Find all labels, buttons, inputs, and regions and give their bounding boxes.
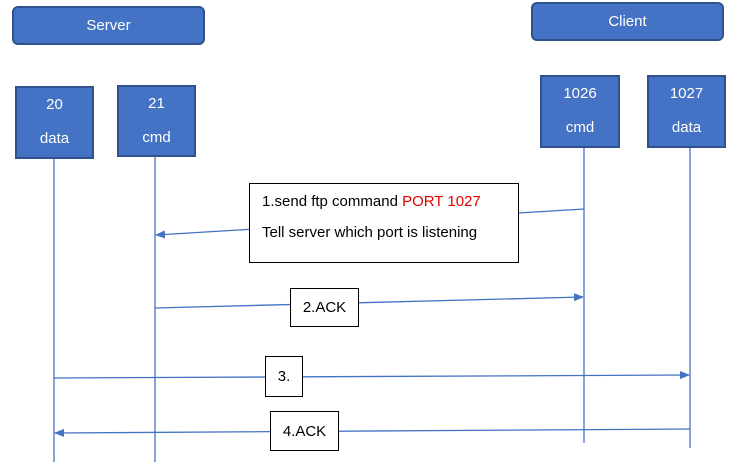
- message-3-text: 3.: [277, 368, 291, 385]
- server-header: Server: [12, 6, 205, 45]
- arrow-4-ack: [54, 428, 691, 437]
- client-label: Client: [608, 13, 647, 30]
- server-label: Server: [86, 17, 131, 34]
- arrow-3-data: [53, 371, 690, 380]
- port-number: 21: [148, 95, 165, 112]
- arrow-2-ack: [154, 293, 584, 309]
- message-1-label: 1.send ftp command PORT 1027 Tell server…: [249, 183, 519, 263]
- message-1-text: 1.send ftp command: [262, 193, 403, 210]
- port-role: data: [39, 130, 70, 147]
- message-2-label: 2.ACK: [290, 288, 359, 327]
- port-1027-highlight: PORT 1027: [402, 193, 481, 210]
- port-box-1026: 1026 cmd: [540, 75, 620, 148]
- port-role: data: [671, 119, 702, 136]
- message-1-line-2: Tell server which port is listening: [262, 224, 478, 241]
- port-number: 1026: [563, 85, 597, 102]
- port-box-1027: 1027 data: [647, 75, 726, 148]
- message-3-label: 3.: [265, 356, 303, 397]
- port-box-21: 21 cmd: [117, 85, 196, 157]
- port-number: 1027: [669, 85, 704, 102]
- port-role: cmd: [142, 129, 171, 146]
- message-1-line-1: 1.send ftp command PORT 1027: [262, 193, 481, 210]
- message-4-text: 4.ACK: [282, 422, 327, 440]
- port-number: 20: [46, 96, 63, 113]
- message-2-text: 2.ACK: [302, 299, 347, 316]
- port-box-20: 20 data: [15, 86, 94, 159]
- client-header: Client: [531, 2, 724, 41]
- message-4-label: 4.ACK: [270, 411, 339, 451]
- port-role: cmd: [565, 119, 595, 136]
